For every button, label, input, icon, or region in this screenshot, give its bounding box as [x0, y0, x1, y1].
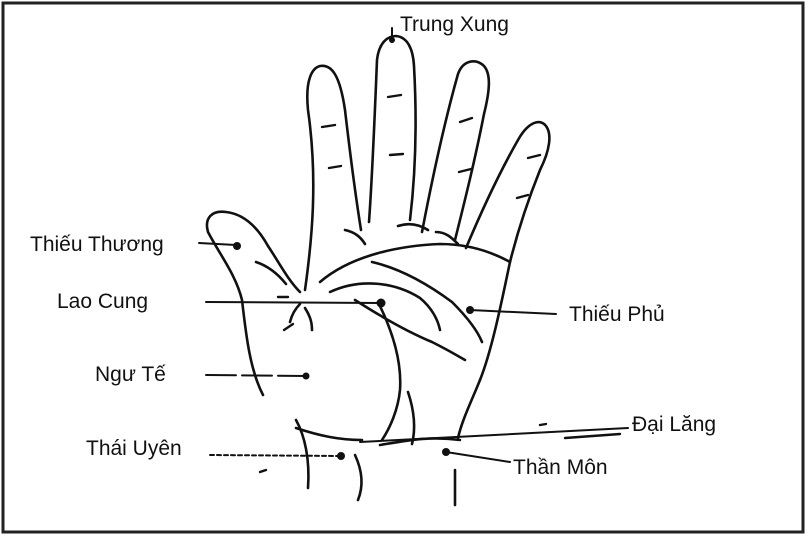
leader-dai-lang — [360, 428, 628, 442]
dot-thieu-phu — [466, 306, 474, 314]
leader-ngu-te — [206, 375, 306, 376]
label-thieu-thuong: Thiếu Thương — [30, 234, 164, 255]
dot-ngu-te — [303, 373, 310, 380]
label-trung-xung: Trung Xung — [400, 14, 509, 35]
dot-trung-xung — [389, 37, 395, 43]
leader-than-mon — [446, 452, 510, 462]
dot-lao-cung — [377, 299, 386, 308]
label-thai-uyen: Thái Uyên — [86, 438, 182, 459]
label-than-mon: Thần Môn — [513, 457, 608, 478]
dot-thieu-thuong — [233, 242, 241, 250]
label-lao-cung: Lao Cung — [57, 291, 148, 312]
label-dai-lang: Đại Lăng — [632, 414, 716, 435]
label-ngu-te: Ngư Tế — [95, 364, 166, 385]
finger-joint-marks — [260, 95, 620, 472]
label-thieu-phu: Thiếu Phủ — [569, 304, 665, 325]
leader-thieu-phu — [470, 310, 556, 314]
leader-thieu-thuong — [199, 243, 236, 245]
leader-thai-uyen — [210, 455, 340, 456]
dot-thai-uyen — [337, 452, 345, 460]
leader-lao-cung — [206, 302, 380, 303]
dot-than-mon — [442, 448, 450, 456]
